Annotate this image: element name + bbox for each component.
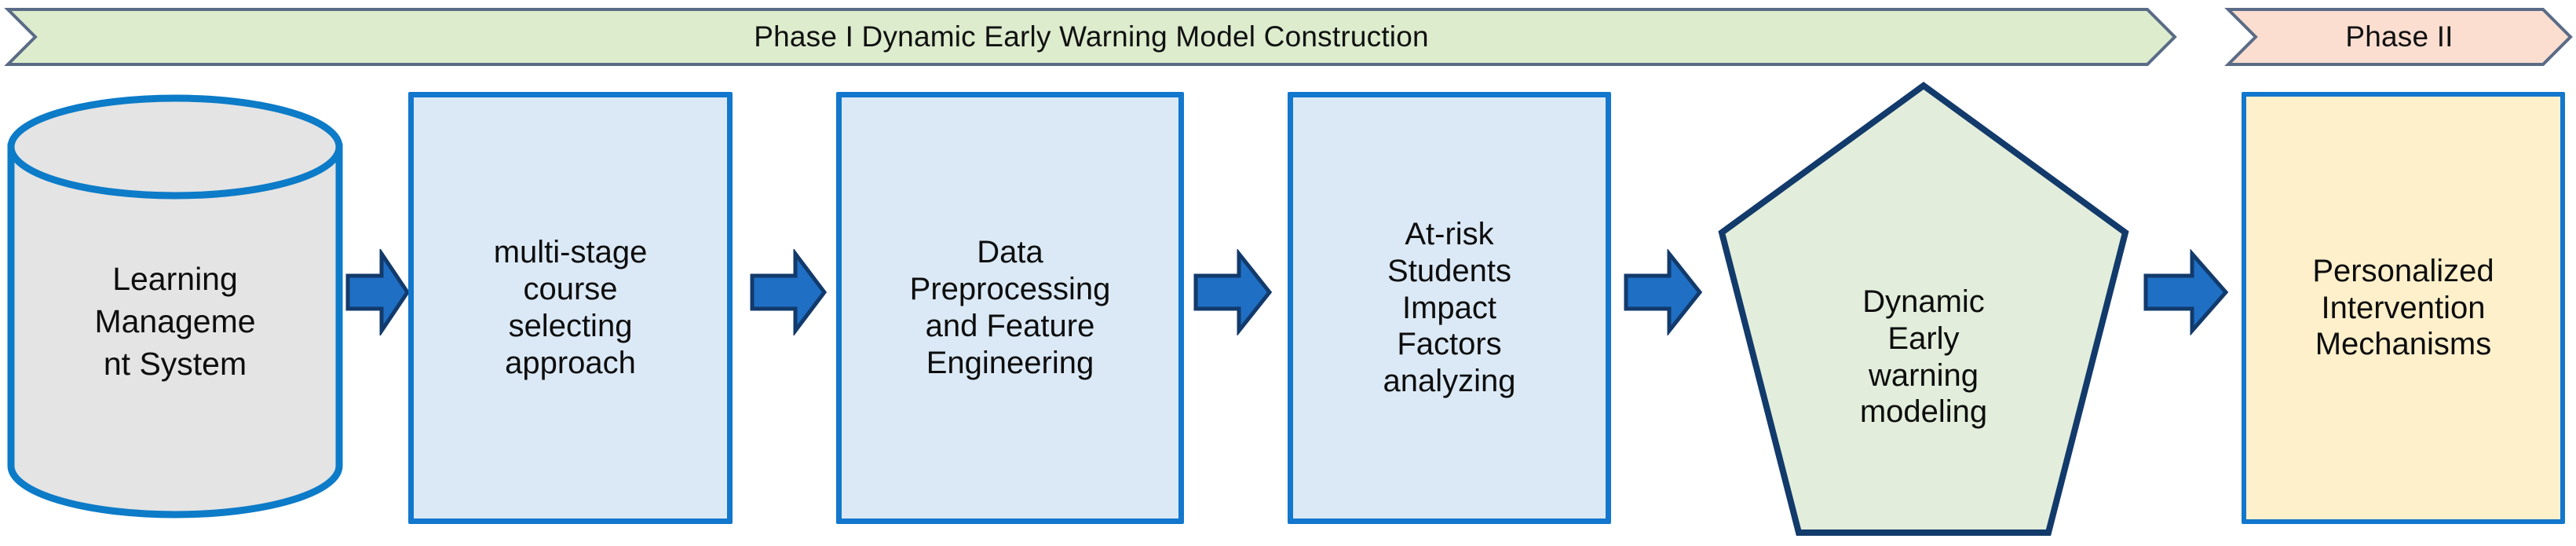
arrow-right-icon bbox=[2143, 249, 2228, 335]
node-label-line: approach bbox=[505, 345, 636, 380]
node-personalized-intervention[interactable]: Personalized Intervention Mechanisms bbox=[2242, 92, 2565, 524]
arrow-right-icon bbox=[750, 249, 827, 335]
node-data-preprocessing[interactable]: Data Preprocessing and Feature Engineeri… bbox=[836, 92, 1184, 524]
node-at-risk-factor-analysis[interactable]: At-risk Students Impact Factors analyzin… bbox=[1288, 92, 1611, 524]
phase-one-chevron-shape bbox=[8, 9, 2175, 64]
node-label-line: Mechanisms bbox=[2315, 327, 2492, 362]
arrow-right-icon bbox=[1193, 249, 1272, 335]
node-label-line: Intervention bbox=[2321, 290, 2486, 325]
node-learning-management-system[interactable]: Learning Manageme nt System bbox=[6, 90, 344, 522]
connector-arrow-modeling-to-intervention bbox=[2143, 249, 2228, 335]
node-label-line: Impact bbox=[1401, 290, 1497, 325]
node-dynamic-early-warning-modeling[interactable]: Dynamic Early warning modeling bbox=[1716, 79, 2132, 539]
node-label-line: course bbox=[523, 272, 618, 307]
phase-two-chevron: Phase II bbox=[2228, 9, 2571, 64]
node-label-line: Preprocessing bbox=[909, 272, 1111, 307]
node-label-line: multi-stage bbox=[493, 235, 648, 270]
pentagon-shape bbox=[1718, 82, 2129, 536]
phase-two-chevron-shape bbox=[2228, 9, 2571, 64]
connector-arrow-lms-to-course bbox=[345, 249, 410, 335]
connector-arrow-atrisk-to-modeling bbox=[1624, 249, 1702, 335]
node-label-group: Personalized Intervention Mechanisms bbox=[2246, 97, 2560, 519]
cylinder-shape bbox=[7, 94, 343, 519]
arrow-right-icon bbox=[1624, 249, 1702, 335]
node-label-line: At-risk bbox=[1405, 217, 1494, 251]
process-flow: Learning Manageme nt System multi-stage … bbox=[0, 75, 2576, 546]
connector-arrow-preprocessing-to-atrisk bbox=[1193, 249, 1272, 335]
phase-banner: Phase I Dynamic Early Warning Model Cons… bbox=[0, 0, 2576, 75]
connector-arrow-course-to-preprocessing bbox=[750, 249, 827, 335]
node-label-line: selecting bbox=[508, 309, 633, 343]
node-label-line: Data bbox=[977, 235, 1043, 270]
node-label-line: analyzing bbox=[1383, 364, 1516, 399]
node-label-line: Engineering bbox=[926, 345, 1094, 380]
node-label-line: Personalized bbox=[2312, 253, 2494, 288]
node-label-line: and Feature bbox=[925, 309, 1095, 343]
node-label-line: Students bbox=[1387, 253, 1511, 288]
node-label-group: At-risk Students Impact Factors analyzin… bbox=[1293, 97, 1606, 519]
arrow-right-icon bbox=[345, 249, 410, 335]
node-label-line: Factors bbox=[1397, 327, 1502, 362]
phase-one-chevron: Phase I Dynamic Early Warning Model Cons… bbox=[8, 9, 2175, 64]
node-course-selecting-approach[interactable]: multi-stage course selecting approach bbox=[408, 92, 733, 524]
node-label-group: Data Preprocessing and Feature Engineeri… bbox=[842, 97, 1178, 519]
node-label-group: multi-stage course selecting approach bbox=[414, 97, 727, 519]
